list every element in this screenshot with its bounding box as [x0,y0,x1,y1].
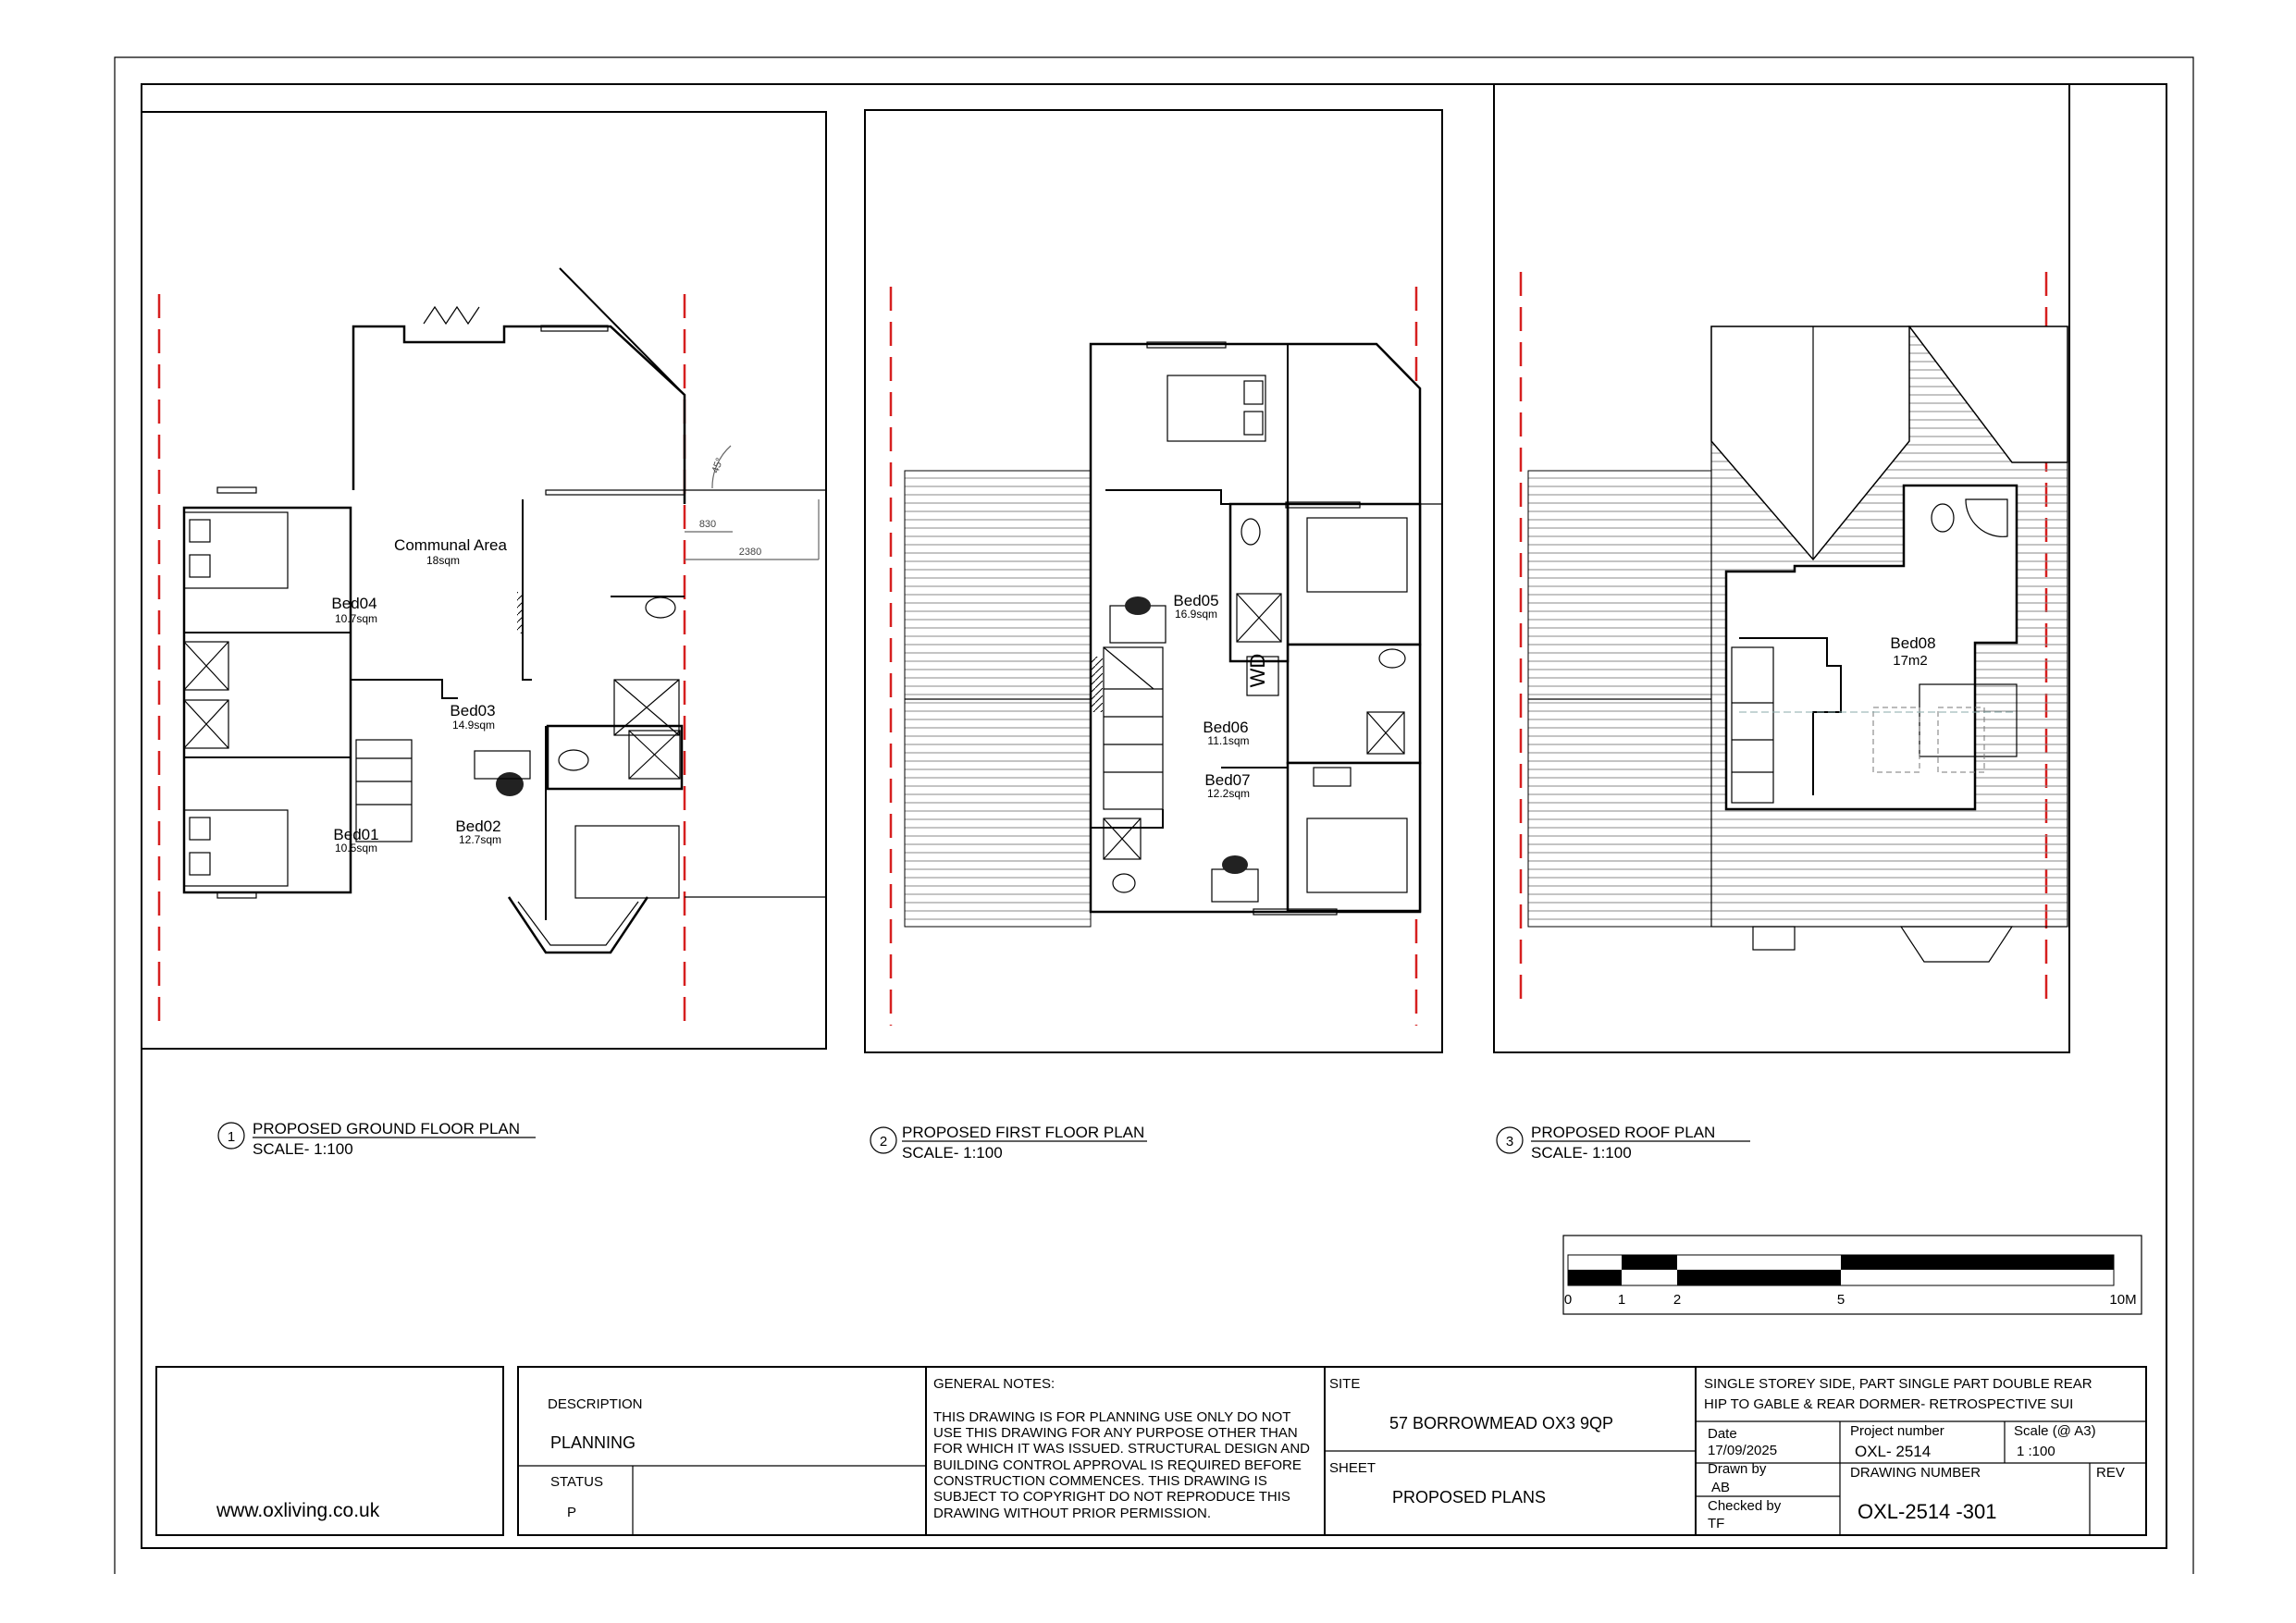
site-label: SITE [1329,1376,1360,1392]
project-description: HIP TO GABLE & REAR DORMER- RETROSPECTIV… [1704,1396,2073,1412]
first-floor-frame [864,109,1443,1053]
room-name-bed01: Bed01 [333,826,378,843]
room-name-communal-area: Communal Area [394,536,507,554]
wd-label: WD [1246,654,1269,688]
room-area: 12.7sqm [459,833,501,846]
scale-tick: 5 [1837,1292,1845,1308]
plan-scale: SCALE- 1:100 [1531,1144,1632,1162]
room-area: 14.9sqm [452,719,495,732]
plan-number: 2 [880,1134,887,1150]
bed [1306,517,1408,593]
room-area: 16.9sqm [1175,608,1217,621]
status-value: P [567,1505,576,1520]
sheet-label: SHEET [1329,1460,1376,1476]
status-label: STATUS [550,1474,603,1490]
drawing-number-label: DRAWING NUMBER [1850,1465,1981,1481]
room-name-bed06: Bed06 [1203,719,1248,736]
first-floor-plan: WD Bed05 16.9sqm Bed06 11.1sqm Bed [864,109,1443,1053]
room-area: 10.5sqm [335,842,377,855]
title-block: www.oxliving.co.uk DESCRIPTION PLANNING … [155,1366,2147,1536]
dimension-2380: 2380 [739,547,761,558]
room-name-bed03: Bed03 [450,702,495,719]
ground-floor-room-labels: Communal Area 18sqm Bed04 10.7sqm Bed03 … [331,536,507,855]
drawing-number-value: OXL-2514 -301 [1858,1500,1996,1523]
plan-label-roof: 3 PROPOSED ROOF PLAN SCALE- 1:100 [1496,1124,1750,1162]
first-floor-room-labels: Bed05 16.9sqm Bed06 11.1sqm Bed07 12.2sq… [1173,592,1250,800]
project-description: SINGLE STOREY SIDE, PART SINGLE PART DOU… [1704,1376,2092,1392]
plan-scale: SCALE- 1:100 [902,1144,1003,1162]
site-value: 57 BORROWMEAD OX3 9QP [1389,1414,1613,1432]
plan-label-first: 2 PROPOSED FIRST FLOOR PLAN SCALE- 1:100 [870,1124,1147,1162]
project-number-label: Project number [1850,1423,1944,1439]
room-name-bed02: Bed02 [455,818,500,835]
note-line: USE THIS DRAWING FOR ANY PURPOSE OTHER T… [933,1425,1298,1441]
rev-label: REV [2096,1465,2125,1481]
room-area: 12.2sqm [1207,787,1250,800]
drawn-by-label: Drawn by [1708,1461,1767,1477]
checked-by-label: Checked by [1708,1498,1782,1514]
plan-title: PROPOSED ROOF PLAN [1531,1124,1715,1141]
plan-title: PROPOSED FIRST FLOOR PLAN [902,1124,1144,1141]
plan-number: 3 [1506,1134,1513,1150]
description-value: PLANNING [550,1433,636,1452]
bed [183,809,289,887]
bed [1167,375,1266,442]
stairs [1103,646,1164,810]
wd-cupboard [1246,656,1279,696]
note-line: BUILDING CONTROL APPROVAL IS REQUIRED BE… [933,1457,1302,1473]
note-line: CONSTRUCTION COMMENCES. THIS DRAWING IS [933,1473,1267,1489]
room-area: 10.7sqm [335,612,377,625]
general-notes: THIS DRAWING IS FOR PLANNING USE ONLY DO… [933,1409,1310,1521]
website-link[interactable]: www.oxliving.co.uk [216,1500,380,1521]
bed [1306,818,1408,893]
plan-label-ground: 1 PROPOSED GROUND FLOOR PLAN SCALE- 1:10… [217,1120,536,1158]
roof-frame [1493,83,2070,1053]
room-name-bed08: Bed08 [1890,634,1935,652]
angle-label: 45° [710,456,725,474]
note-line: DRAWING WITHOUT PRIOR PERMISSION. [933,1506,1211,1521]
scale-tick: 0 [1564,1292,1572,1308]
plan-scale: SCALE- 1:100 [253,1140,353,1158]
scale-tick: 1 [1618,1292,1625,1308]
ground-floor-frame [141,111,827,1050]
room-name-bed05: Bed05 [1173,592,1218,609]
ground-floor-dimensions: 830 2380 45° [685,445,820,560]
date-label: Date [1708,1426,1737,1442]
room-area: 17m2 [1893,653,1928,669]
first-floor-walls: WD [1089,341,1442,916]
note-line: SUBJECT TO COPYRIGHT DO NOT REPRODUCE TH… [933,1489,1290,1505]
plan-number: 1 [228,1129,235,1145]
roof-room-labels: Bed08 17m2 [1890,634,1935,669]
room-name-bed04: Bed04 [331,595,376,612]
project-number-value: OXL- 2514 [1855,1443,1931,1460]
checked-by-value: TF [1708,1516,1724,1531]
roof-plan: Bed08 17m2 [1493,83,2070,1053]
drawn-by-value: AB [1711,1480,1730,1495]
scale-value: 1 :100 [2017,1444,2055,1459]
description-label: DESCRIPTION [548,1396,643,1412]
stairs [1731,646,1774,804]
hip-roof [1710,326,1910,561]
ground-floor-plan: 830 2380 45° Communal Area 18sqm Bed04 1… [141,111,827,1050]
dormer [1724,484,2018,811]
scale-label: Scale (@ A3) [2014,1423,2096,1439]
bed [574,825,680,899]
note-line: FOR WHICH IT WAS ISSUED. STRUCTURAL DESI… [933,1441,1310,1457]
bed [183,511,289,589]
ground-floor-walls [182,267,826,954]
notes-label: GENERAL NOTES: [933,1376,1055,1392]
date-value: 17/09/2025 [1708,1443,1777,1458]
room-name-bed07: Bed07 [1204,771,1250,789]
note-line: THIS DRAWING IS FOR PLANNING USE ONLY DO… [933,1409,1290,1425]
scale-tick: 2 [1673,1292,1681,1308]
scale-bar: 0 1 2 5 10M [1562,1235,2142,1315]
sheet-value: PROPOSED PLANS [1392,1488,1546,1506]
scale-tick: 10M [2109,1292,2136,1308]
room-area: 18sqm [426,554,460,567]
room-area: 11.1sqm [1207,734,1249,747]
plan-title: PROPOSED GROUND FLOOR PLAN [253,1120,520,1137]
dimension-830: 830 [699,519,716,530]
